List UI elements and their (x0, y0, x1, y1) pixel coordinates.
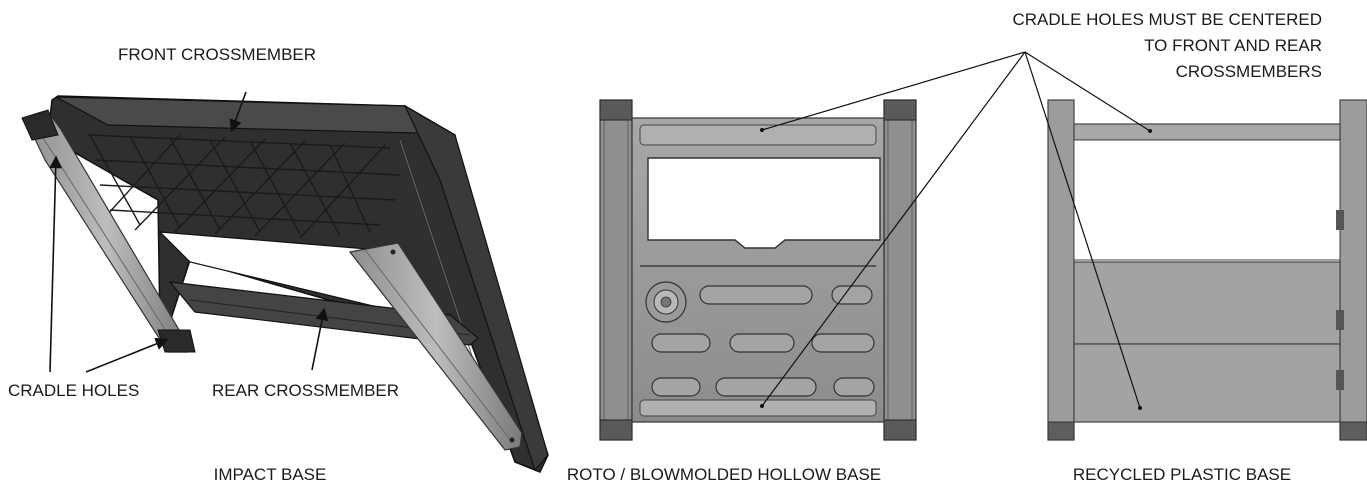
recycled-base-drawing (1047, 99, 1367, 441)
front-crossmember-label: FRONT CROSSMEMBER (118, 45, 316, 64)
note-line-1: CRADLE HOLES MUST BE CENTERED (1012, 10, 1322, 29)
arrow-rear-crossmember (311, 307, 329, 371)
leader-roto-top (761, 51, 1026, 131)
note-line-3: CROSSMEMBERS (1176, 62, 1322, 81)
recycled-base-caption: RECYCLED PLASTIC BASE (1073, 465, 1291, 484)
cradle-hole-roto-top (760, 128, 764, 132)
rear-crossmember-label: REAR CROSSMEMBER (212, 381, 399, 400)
cradle-holes-label: CRADLE HOLES (8, 381, 139, 400)
leader-lines (49, 51, 1152, 410)
leader-recycled-bottom (1024, 51, 1141, 409)
impact-base-caption: IMPACT BASE (214, 465, 327, 484)
impact-base-drawing (21, 95, 549, 473)
note-line-2: TO FRONT AND REAR (1144, 36, 1322, 55)
roto-base-caption: ROTO / BLOWMOLDED HOLLOW BASE (567, 465, 881, 484)
cradle-hole-recycled-top (1148, 129, 1152, 133)
leader-recycled-top (1024, 51, 1151, 132)
cradle-hole-recycled-bottom (1138, 406, 1142, 410)
arrow-cradle-hole-left (49, 155, 63, 373)
cradle-centered-note: CRADLE HOLES MUST BE CENTERED TO FRONT A… (1012, 10, 1322, 81)
cradle-hole-roto-bottom (760, 404, 764, 408)
arrow-cradle-hole-right (85, 337, 169, 373)
leader-roto-bottom (761, 51, 1026, 407)
arrow-front-crossmember (229, 91, 247, 133)
roto-base-drawing (599, 99, 917, 441)
